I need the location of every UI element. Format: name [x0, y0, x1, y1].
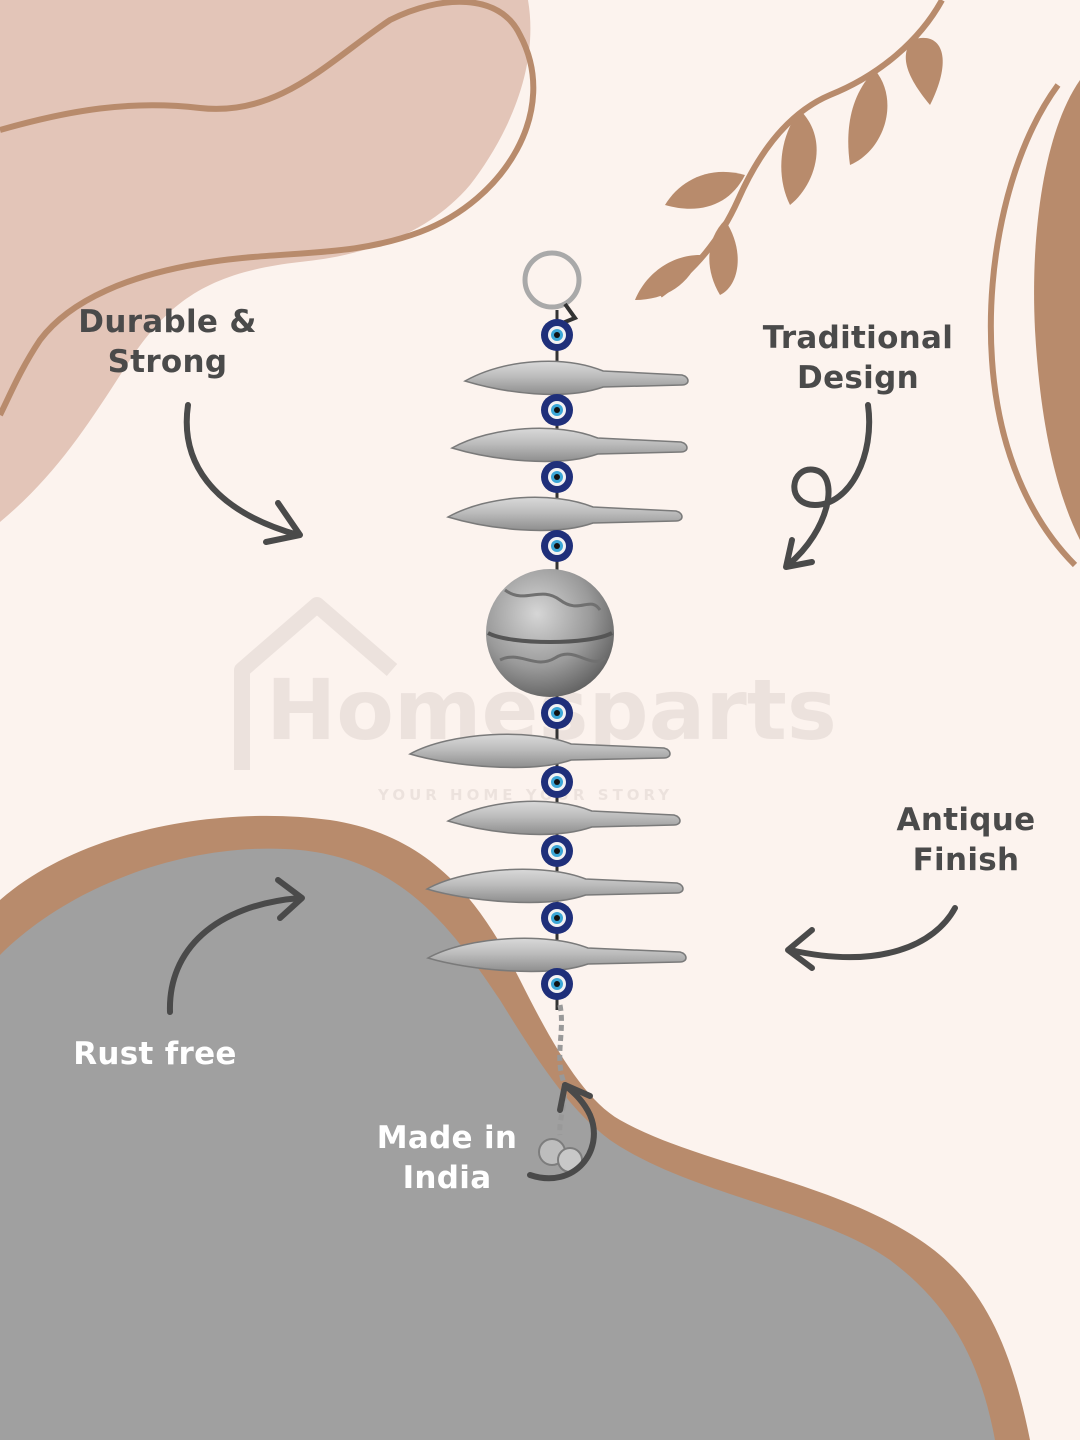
chilli-charm [426, 937, 687, 973]
evil-eye-bead [541, 697, 573, 729]
chilli-charm [425, 868, 684, 904]
feature-line: Made in [376, 1120, 518, 1156]
evil-eye-bead [541, 319, 573, 351]
metal-bell-ball [486, 569, 614, 697]
feature-made-in-india: Made in India [362, 1118, 532, 1198]
evil-eye-bead [541, 394, 573, 426]
brown-outline-curve-top [0, 0, 537, 417]
evil-eye-bead [541, 968, 573, 1000]
chilli-charm [408, 733, 671, 769]
chilli-charm [446, 496, 683, 532]
feature-antique-finish: Antique Finish [880, 800, 1052, 880]
feature-line: Strong [107, 344, 228, 380]
evil-eye-bead [541, 902, 573, 934]
feature-line: Design [797, 360, 919, 396]
chilli-charm [463, 360, 689, 396]
evil-eye-beads [541, 319, 573, 1000]
feature-line: Finish [912, 842, 1020, 878]
leaf-branch-icon [635, 0, 945, 300]
evil-eye-bead [541, 766, 573, 798]
feature-line: India [402, 1160, 492, 1196]
feature-line: Traditional [762, 320, 954, 356]
feature-traditional-design: Traditional Design [742, 318, 974, 398]
chilli-charms [408, 360, 689, 973]
brown-crescent-right [1034, 80, 1080, 540]
chilli-charm [450, 427, 688, 463]
evil-eye-bead [541, 530, 573, 562]
brown-arc-right [987, 83, 1078, 568]
feature-rust-free: Rust free [52, 1034, 258, 1074]
evil-eye-chilli-hanging [408, 250, 689, 1173]
feature-line: Durable & [78, 304, 257, 340]
chain-bell [538, 1004, 583, 1173]
feature-durable-strong: Durable & Strong [60, 302, 275, 382]
hanging-ring [522, 250, 582, 310]
evil-eye-bead [541, 835, 573, 867]
pink-blob [0, 0, 531, 522]
feature-line: Rust free [73, 1036, 237, 1072]
feature-line: Antique [896, 802, 1036, 838]
evil-eye-bead [541, 461, 573, 493]
chilli-charm [446, 800, 681, 836]
